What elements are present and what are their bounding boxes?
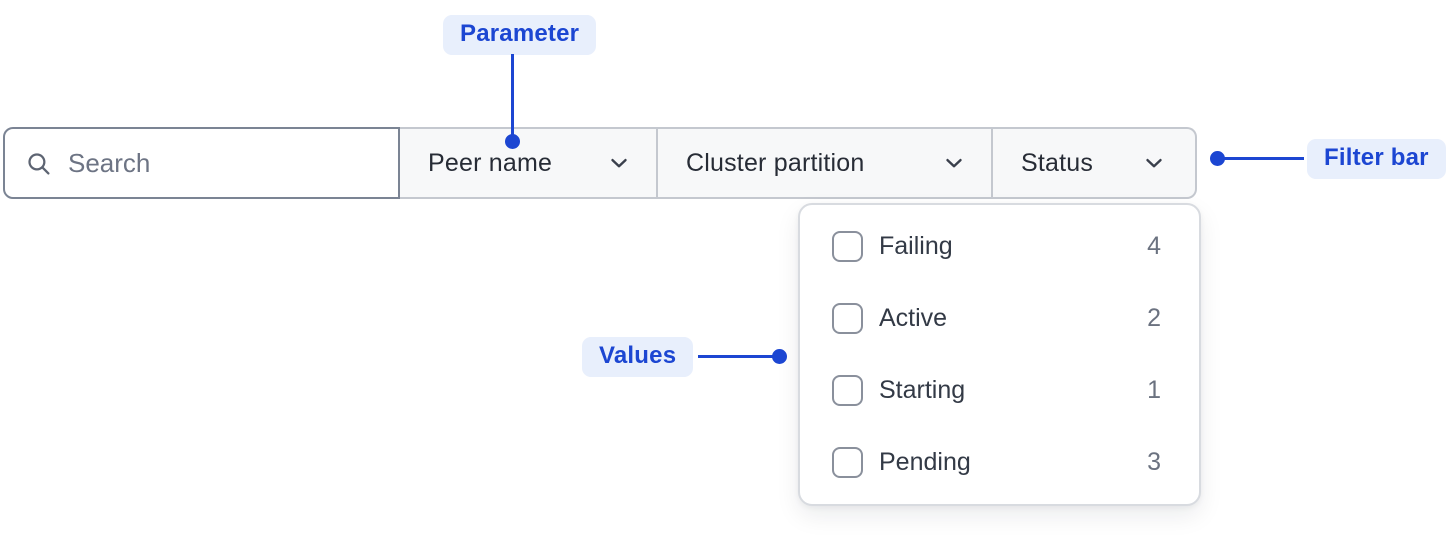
annotation-filter-bar-dot: [1210, 151, 1225, 166]
checkbox-active[interactable]: [832, 302, 863, 334]
status-option-starting[interactable]: Starting 1: [832, 356, 1161, 426]
search-icon: [28, 152, 50, 175]
annotation-values-connector: [698, 355, 774, 358]
annotation-filter-bar-connector: [1222, 157, 1304, 160]
search-input[interactable]: [68, 147, 368, 179]
chevron-down-icon: [606, 150, 632, 176]
dropdown-status[interactable]: Status: [991, 129, 1191, 197]
annotation-parameter-dot: [505, 134, 520, 149]
chevron-down-icon: [1141, 150, 1167, 176]
annotation-parameter-connector: [511, 54, 514, 136]
annotation-values-dot: [772, 349, 787, 364]
option-count: 1: [1147, 376, 1161, 405]
status-dropdown-panel: Failing 4 Active 2 Starting 1 Pending 3: [798, 203, 1201, 506]
option-count: 2: [1147, 303, 1161, 332]
chevron-down-icon: [941, 150, 967, 176]
annotation-parameter: Parameter: [443, 15, 597, 55]
dropdown-status-label: Status: [1021, 148, 1094, 177]
checkbox-pending[interactable]: [832, 447, 863, 479]
option-label: Active: [879, 303, 948, 332]
dropdown-peer-name[interactable]: Peer name: [400, 129, 656, 197]
filter-dropdown-group: Peer name Cluster partition Status: [400, 127, 1197, 199]
option-label: Starting: [879, 376, 966, 405]
option-count: 4: [1147, 231, 1161, 260]
status-option-pending[interactable]: Pending 3: [832, 428, 1161, 498]
dropdown-cluster-partition-label: Cluster partition: [686, 148, 865, 177]
checkbox-starting[interactable]: [832, 375, 863, 407]
search-box[interactable]: [3, 127, 400, 199]
dropdown-peer-name-label: Peer name: [428, 148, 553, 177]
status-option-active[interactable]: Active 2: [832, 283, 1161, 353]
checkbox-failing[interactable]: [832, 230, 863, 262]
option-label: Failing: [879, 231, 953, 260]
option-count: 3: [1147, 448, 1161, 477]
status-option-failing[interactable]: Failing 4: [832, 211, 1161, 281]
filter-bar: Peer name Cluster partition Status: [3, 127, 1197, 199]
dropdown-cluster-partition[interactable]: Cluster partition: [656, 129, 991, 197]
annotation-filter-bar: Filter bar: [1307, 139, 1446, 179]
option-label: Pending: [879, 448, 971, 477]
annotation-values: Values: [582, 337, 694, 377]
